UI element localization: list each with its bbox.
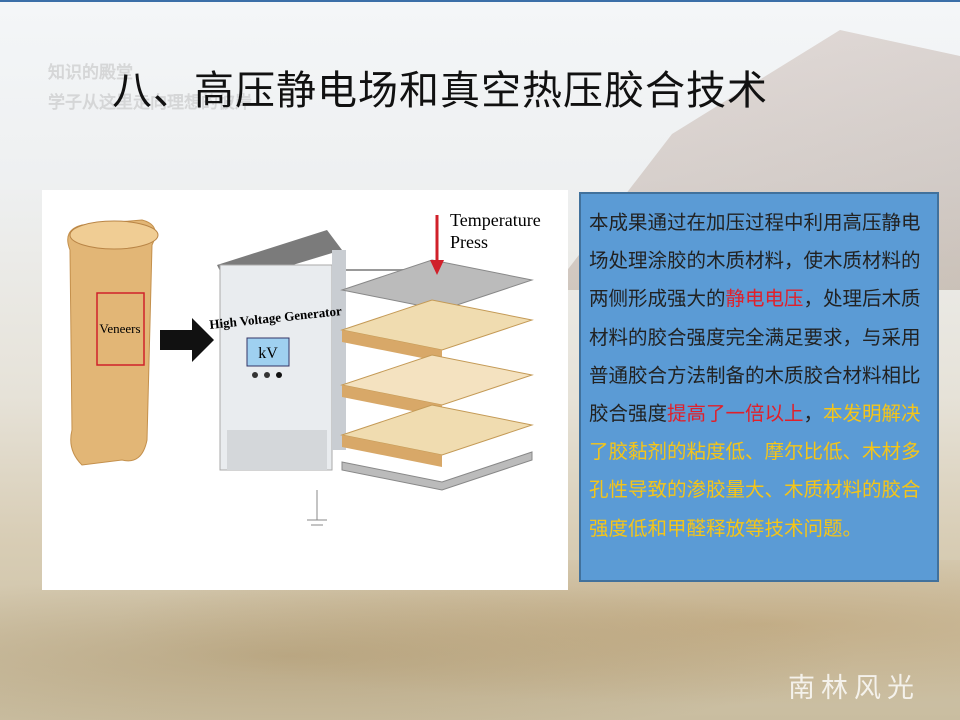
- veneers-highlight-box: [96, 292, 145, 366]
- press-plates-illustration: [340, 259, 534, 491]
- generator-illustration: High Voltage Generator kV: [209, 230, 346, 471]
- description-text: 本成果通过在加压过程中利用高压静电场处理涂胶的木质材料，使木质材料的两侧形成强大…: [589, 211, 921, 311]
- description-box: 本成果通过在加压过程中利用高压静电场处理涂胶的木质材料，使木质材料的两侧形成强大…: [579, 192, 939, 582]
- press-label: Press: [450, 232, 488, 252]
- wood-roll-illustration: Veneers: [67, 219, 159, 466]
- highlight-static-voltage: 静电电压: [725, 287, 804, 311]
- footer-logo-text: 南林风光: [788, 673, 920, 704]
- description-comma: ，: [803, 402, 824, 426]
- process-figure: Veneers High Voltage Generator kV: [42, 190, 568, 590]
- top-rule: [0, 0, 960, 2]
- veneers-label: Veneers: [99, 321, 140, 336]
- watermark-line1: 知识的殿堂: [48, 63, 133, 83]
- arrow-icon: [160, 318, 214, 362]
- description-problems-solved: 本发明解决了胶黏剂的粘度低、摩尔比低、木材多孔性导致的渗胶量大、木质材料的胶合强…: [589, 402, 921, 540]
- description-text-2: ，处理后木质材料的胶合强度完全满足要求，与采用普通胶合方法制备的木质胶合材料相比…: [589, 287, 921, 426]
- slide-title: 八、高压静电场和真空热压胶合技术: [112, 68, 768, 114]
- kv-display: kV: [258, 345, 278, 362]
- highlight-strength-increase: 提高了一倍以上: [667, 402, 804, 426]
- watermark-line2: 学子从这里走向理想的彼岸: [48, 93, 252, 113]
- watermark: 知识的殿堂 学子从这里走向理想的彼岸: [48, 58, 252, 118]
- temperature-label: Temperature: [450, 210, 541, 230]
